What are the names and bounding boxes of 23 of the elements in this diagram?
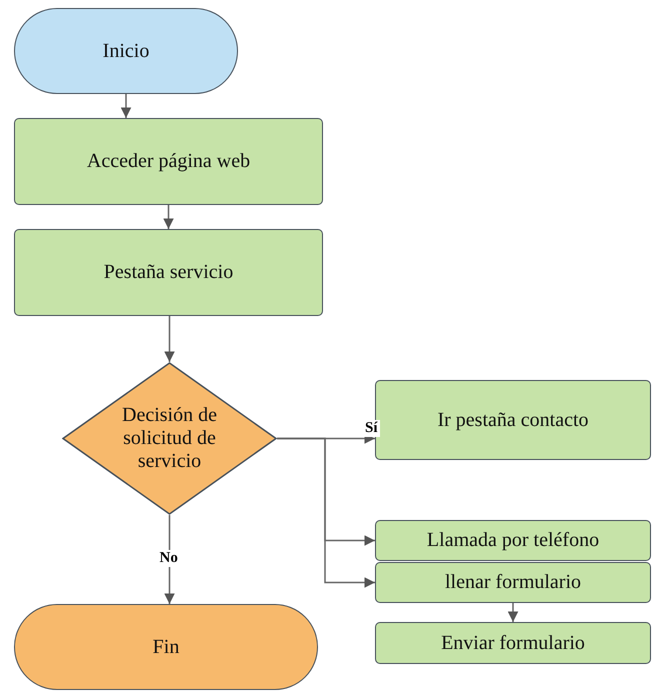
node-label: Llamada por teléfono	[426, 529, 600, 552]
arrow	[164, 515, 175, 604]
node-label: Ir pestaña contacto	[437, 408, 589, 432]
decision-diamond	[62, 362, 277, 515]
process-box	[375, 520, 651, 561]
arrow	[508, 603, 518, 622]
process-box	[14, 118, 323, 205]
edge-label: No	[158, 550, 180, 566]
arrow	[120, 94, 132, 118]
arrow	[163, 205, 174, 229]
node-label: Enviar formulario	[441, 632, 585, 654]
node-label: Inicio	[102, 40, 150, 62]
process-box	[375, 622, 651, 664]
arrow	[277, 438, 375, 588]
node-label: Fin	[152, 636, 180, 658]
process-box	[14, 229, 323, 316]
edge-label: Sí	[363, 420, 380, 436]
node-label: Pestaña servicio	[104, 261, 234, 284]
node-label: Decisión de solicitud de servicio	[121, 404, 218, 473]
node-label: llenar formulario	[444, 571, 582, 594]
node-label: Acceder página web	[86, 150, 250, 173]
arrow	[164, 316, 175, 362]
process-box	[375, 562, 651, 603]
